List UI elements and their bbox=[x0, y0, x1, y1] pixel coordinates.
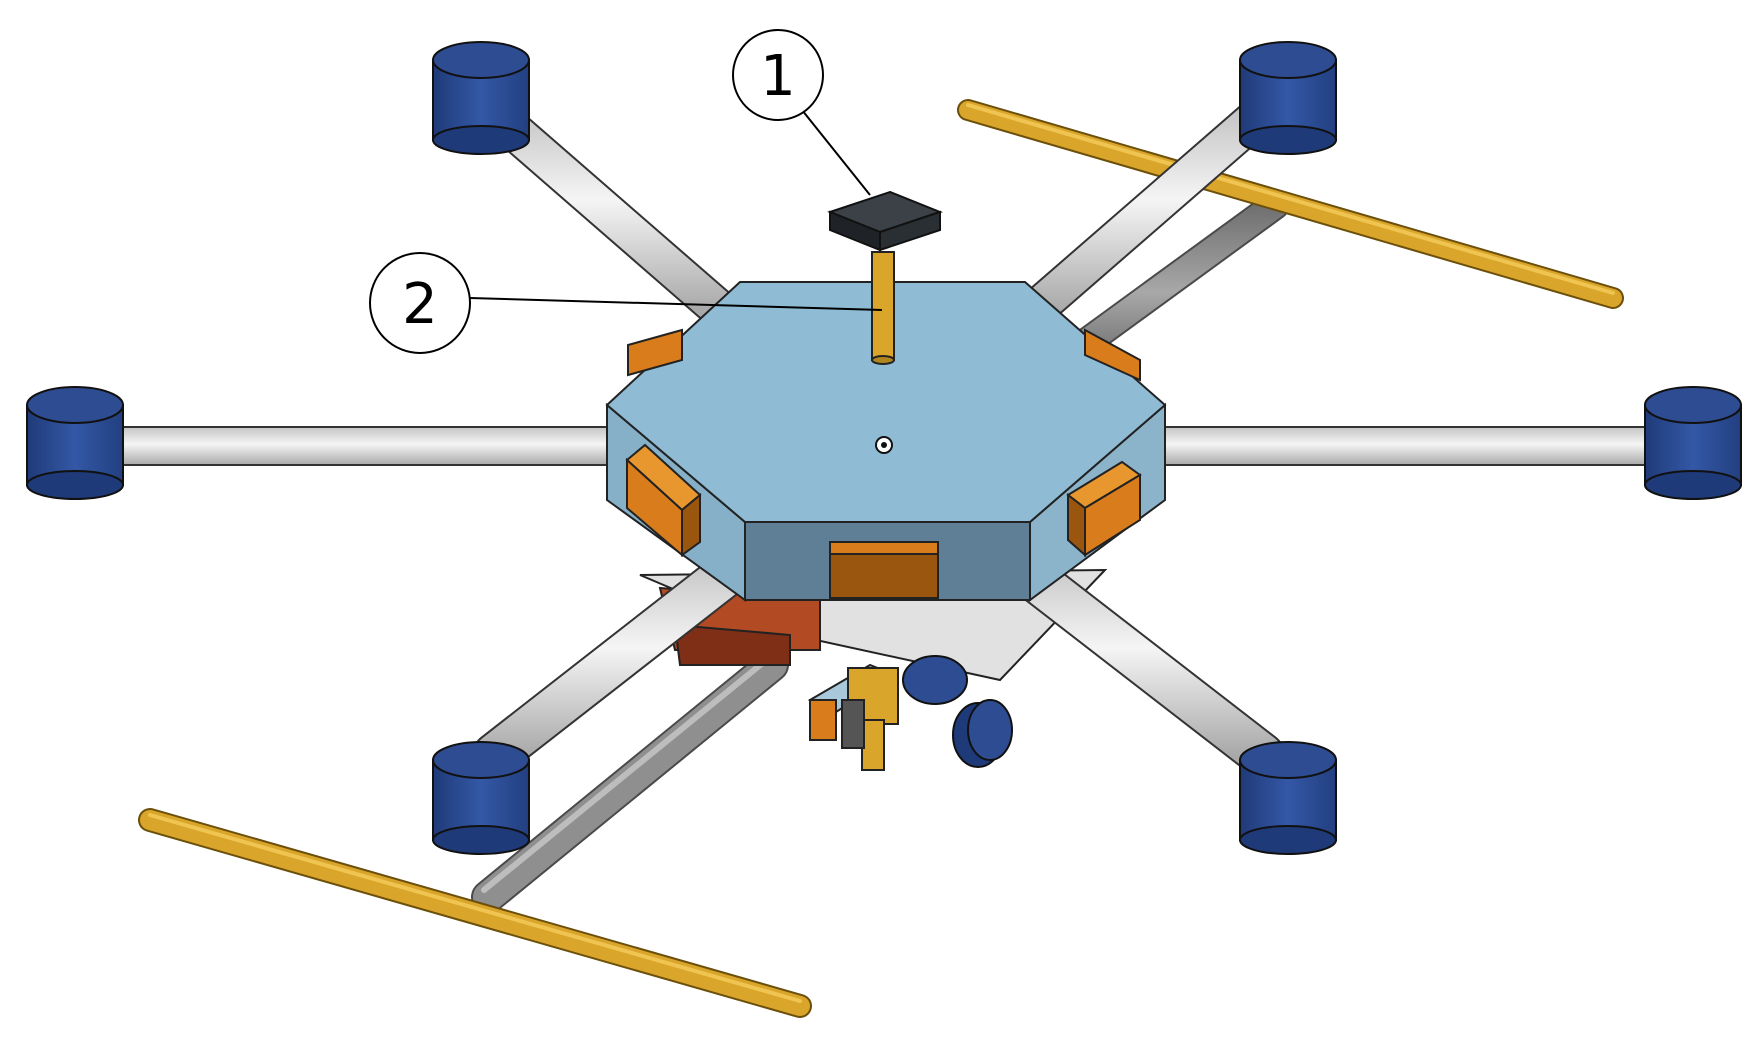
motor-pod-front-right bbox=[1239, 741, 1337, 855]
underside-components bbox=[807, 655, 1013, 771]
motor-pod-rear-right bbox=[1239, 41, 1337, 155]
callout-label-1: 1 bbox=[760, 44, 796, 109]
motor-pod-rear-left bbox=[432, 41, 530, 155]
arm-right bbox=[1159, 426, 1661, 466]
callout-circle-1 bbox=[732, 29, 824, 121]
arm-left bbox=[114, 426, 616, 466]
orange-panels bbox=[625, 328, 1142, 599]
orange-panel-rear-left bbox=[627, 328, 683, 377]
orange-panel-right bbox=[1066, 460, 1142, 558]
leader-line-2 bbox=[469, 297, 883, 311]
mast-pole bbox=[871, 251, 895, 361]
orange-panel-rear-right bbox=[1084, 328, 1141, 382]
motor-pod-left bbox=[26, 386, 124, 500]
orange-panel-front bbox=[829, 541, 939, 599]
sensor-block bbox=[827, 190, 943, 252]
motor-pod-front-left bbox=[432, 741, 530, 855]
gimbal-bracket bbox=[807, 663, 899, 771]
callouts: 1 2 bbox=[369, 29, 883, 354]
motor-pods bbox=[26, 41, 1742, 855]
sensor-mast bbox=[871, 251, 895, 365]
landing-rails bbox=[138, 99, 1624, 1018]
callout-label-2: 2 bbox=[402, 272, 438, 337]
body-top bbox=[605, 281, 1167, 523]
underside-pod-small bbox=[902, 655, 968, 705]
callout-circle-2 bbox=[369, 252, 471, 354]
motor-pod-right bbox=[1644, 386, 1742, 500]
orange-panel-left bbox=[625, 443, 702, 558]
arms bbox=[114, 90, 1661, 778]
leader-line-1 bbox=[801, 109, 871, 196]
underside-pod-round bbox=[952, 699, 1013, 768]
